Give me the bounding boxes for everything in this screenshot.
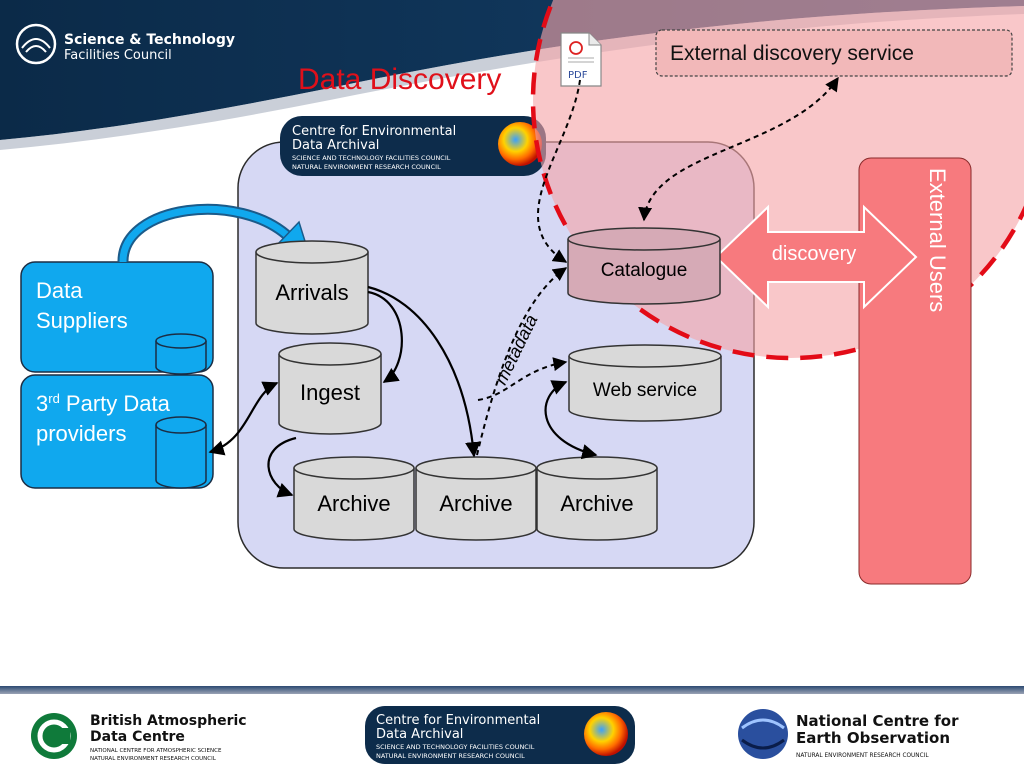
catalogue-label: Catalogue	[601, 260, 688, 281]
badc-line4: NATURAL ENVIRONMENT RESEARCH COUNCIL	[90, 756, 217, 762]
ceda-logo-badge: Centre for Environmental Data Archival S…	[280, 116, 546, 176]
ceda-logo-line4: NATURAL ENVIRONMENT RESEARCH COUNCIL	[292, 163, 441, 171]
web-service-label: Web service	[593, 380, 697, 401]
ceda-footer-line2: Data Archival	[376, 727, 463, 742]
neodc-line1: National Centre for	[796, 712, 959, 730]
third-party-label-line1: 3rd Party Data	[36, 391, 171, 416]
arrivals-label: Arrivals	[275, 280, 348, 305]
neodc-line3: NATURAL ENVIRONMENT RESEARCH COUNCIL	[796, 753, 929, 759]
ceda-logo-line3: SCIENCE AND TECHNOLOGY FACILITIES COUNCI…	[292, 154, 451, 162]
data-suppliers-label-line2: Suppliers	[36, 308, 128, 333]
ceda-footer-line4: NATURAL ENVIRONMENT RESEARCH COUNCIL	[376, 752, 525, 760]
third-party-label-line2: providers	[36, 421, 126, 446]
ceda-footer-line3: SCIENCE AND TECHNOLOGY FACILITIES COUNCI…	[376, 743, 535, 751]
data-suppliers-box: Data Suppliers	[20, 261, 214, 375]
catalogue-store: Catalogue	[567, 227, 721, 305]
stfc-emblem-icon	[15, 23, 57, 65]
arrivals-store: Arrivals	[255, 240, 369, 335]
archive-to-webservice-dashed-arrow	[477, 357, 568, 401]
webservice-archive-arrow	[544, 380, 598, 460]
stfc-logo: Science & Technology Facilities Council	[15, 23, 235, 65]
slide-title: Data Discovery	[298, 63, 501, 96]
badc-line3: NATIONAL CENTRE FOR ATMOSPHERIC SCIENCE	[90, 748, 222, 754]
stfc-name-line2: Facilities Council	[64, 48, 172, 63]
badc-logo: British Atmospheric Data Centre NATIONAL…	[31, 713, 247, 762]
neodc-logo: National Centre for Earth Observation NA…	[738, 709, 959, 759]
external-discovery-service-label: External discovery service	[670, 42, 914, 65]
ceda-logo-line1: Centre for Environmental	[292, 124, 456, 139]
header-band	[0, 0, 1024, 150]
pdf-to-catalogue-dashed-arrow	[536, 79, 581, 263]
neodc-globe-icon	[738, 709, 788, 759]
third-party-providers-box: 3rd Party Data providers	[20, 374, 214, 489]
third-party-database-icon	[155, 416, 207, 489]
ceda-logo-line2: Data Archival	[292, 138, 379, 153]
ingest-store: Ingest	[278, 342, 382, 435]
pdf-document-icon: PDF	[560, 32, 602, 87]
globe-icon	[498, 122, 542, 166]
external-users-label: External Users	[925, 168, 950, 312]
ceda-footer-globe-icon	[584, 712, 628, 756]
footer-divider	[0, 686, 1024, 694]
archive-label-3: Archive	[560, 491, 633, 516]
archive-label-1: Archive	[317, 491, 390, 516]
web-service-store: Web service	[568, 344, 722, 422]
discovery-double-arrow	[714, 204, 918, 310]
archive-to-catalogue-dashed-arrow	[476, 267, 568, 456]
catalogue-external-service-dashed-arrow	[638, 76, 839, 222]
badc-line2: Data Centre	[90, 729, 185, 745]
badc-line1: British Atmospheric	[90, 713, 247, 729]
archive-store-3: Archive	[536, 456, 658, 541]
stfc-name-line1: Science & Technology	[64, 32, 235, 48]
archive-store-1: Archive	[293, 456, 415, 541]
neodc-line2: Earth Observation	[796, 729, 950, 747]
pdf-icon-label: PDF	[568, 70, 588, 81]
metadata-flow-arrows	[476, 76, 839, 456]
discovery-label: discovery	[772, 243, 856, 265]
supplier-database-icon	[155, 333, 207, 375]
arrivals-to-archive-arrow	[367, 285, 481, 458]
archive-label-2: Archive	[439, 491, 512, 516]
ingest-label: Ingest	[300, 380, 360, 405]
ceda-footer-line1: Centre for Environmental	[376, 713, 540, 728]
internal-flow-arrows	[208, 285, 481, 498]
provider-ingest-exchange-arrow	[208, 381, 279, 456]
data-suppliers-label-line1: Data	[36, 278, 83, 303]
ingest-to-archive-arrow	[267, 436, 297, 498]
ceda-footer-logo: Centre for Environmental Data Archival S…	[365, 706, 635, 764]
external-discovery-service-box	[655, 29, 1013, 77]
archive-store-2: Archive	[415, 456, 537, 541]
arrivals-to-ingest-arrow	[367, 290, 403, 383]
